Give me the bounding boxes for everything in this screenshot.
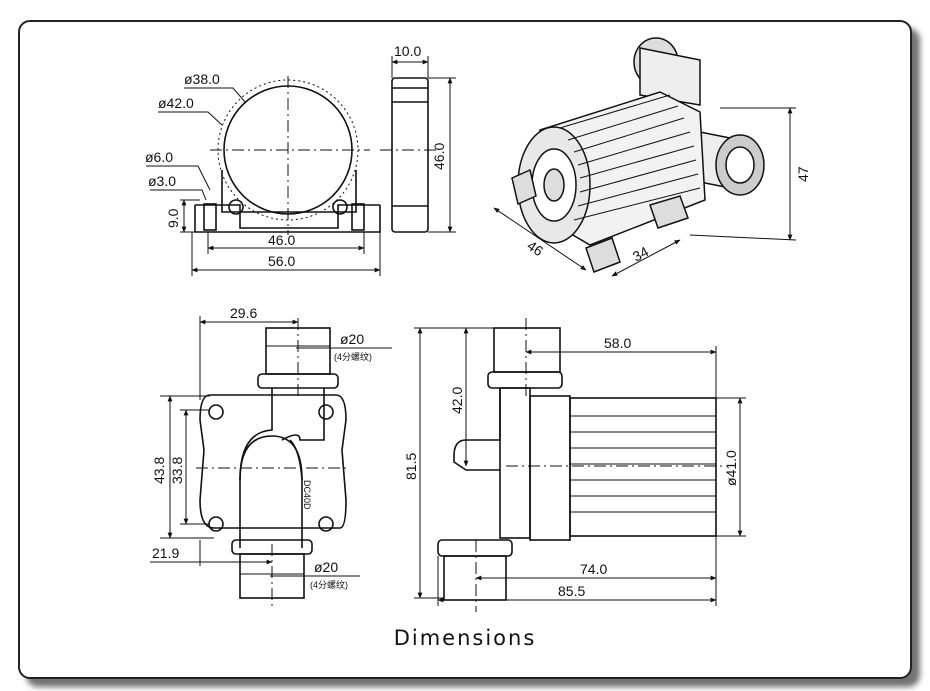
dim-d3: ø3.0	[148, 173, 176, 189]
dim-h42: 42.0	[449, 387, 465, 414]
dim-w10: 10.0	[394, 43, 421, 59]
dim-d41: ø41.0	[723, 450, 739, 486]
dim-w58: 58.0	[604, 335, 631, 351]
dim-h43: 43.8	[151, 457, 167, 484]
dim-port-bottom: ø20	[314, 559, 338, 575]
front-view	[146, 76, 381, 276]
mount-hole-right	[332, 199, 348, 215]
dim-w46: 46.0	[268, 232, 295, 248]
dim-iso-34: 34	[630, 243, 651, 265]
dim-iso-46: 46	[524, 237, 546, 259]
dim-h81: 81.5	[403, 453, 419, 480]
dim-port-top-note: (4分螺纹)	[334, 351, 372, 362]
dim-iso-47: 47	[795, 166, 811, 182]
dim-w74: 74.0	[580, 561, 607, 577]
dim-d38: ø38.0	[184, 71, 220, 87]
dim-h9: 9.0	[165, 208, 181, 228]
caption: Dimensions	[393, 626, 537, 650]
base-outline	[221, 170, 357, 213]
elevation-view	[414, 318, 746, 612]
dim-port-bottom-note: (4分螺纹)	[310, 579, 348, 590]
dim-d6: ø6.0	[145, 149, 173, 165]
dim-d42: ø42.0	[158, 95, 194, 111]
dim-w29: 29.6	[230, 305, 257, 321]
dim-h46: 46.0	[431, 143, 447, 170]
dim-port-top: ø20	[340, 331, 364, 347]
dim-h33: 33.8	[169, 457, 185, 484]
bottom-view	[150, 316, 392, 606]
dim-w21: 21.9	[152, 545, 179, 561]
dim-w56: 56.0	[268, 253, 295, 269]
dim-w85: 85.5	[558, 583, 585, 599]
isometric-view	[493, 37, 797, 277]
mount-hole-left	[228, 199, 244, 215]
label-mark: DC40D	[302, 480, 312, 510]
side-view	[380, 56, 456, 233]
